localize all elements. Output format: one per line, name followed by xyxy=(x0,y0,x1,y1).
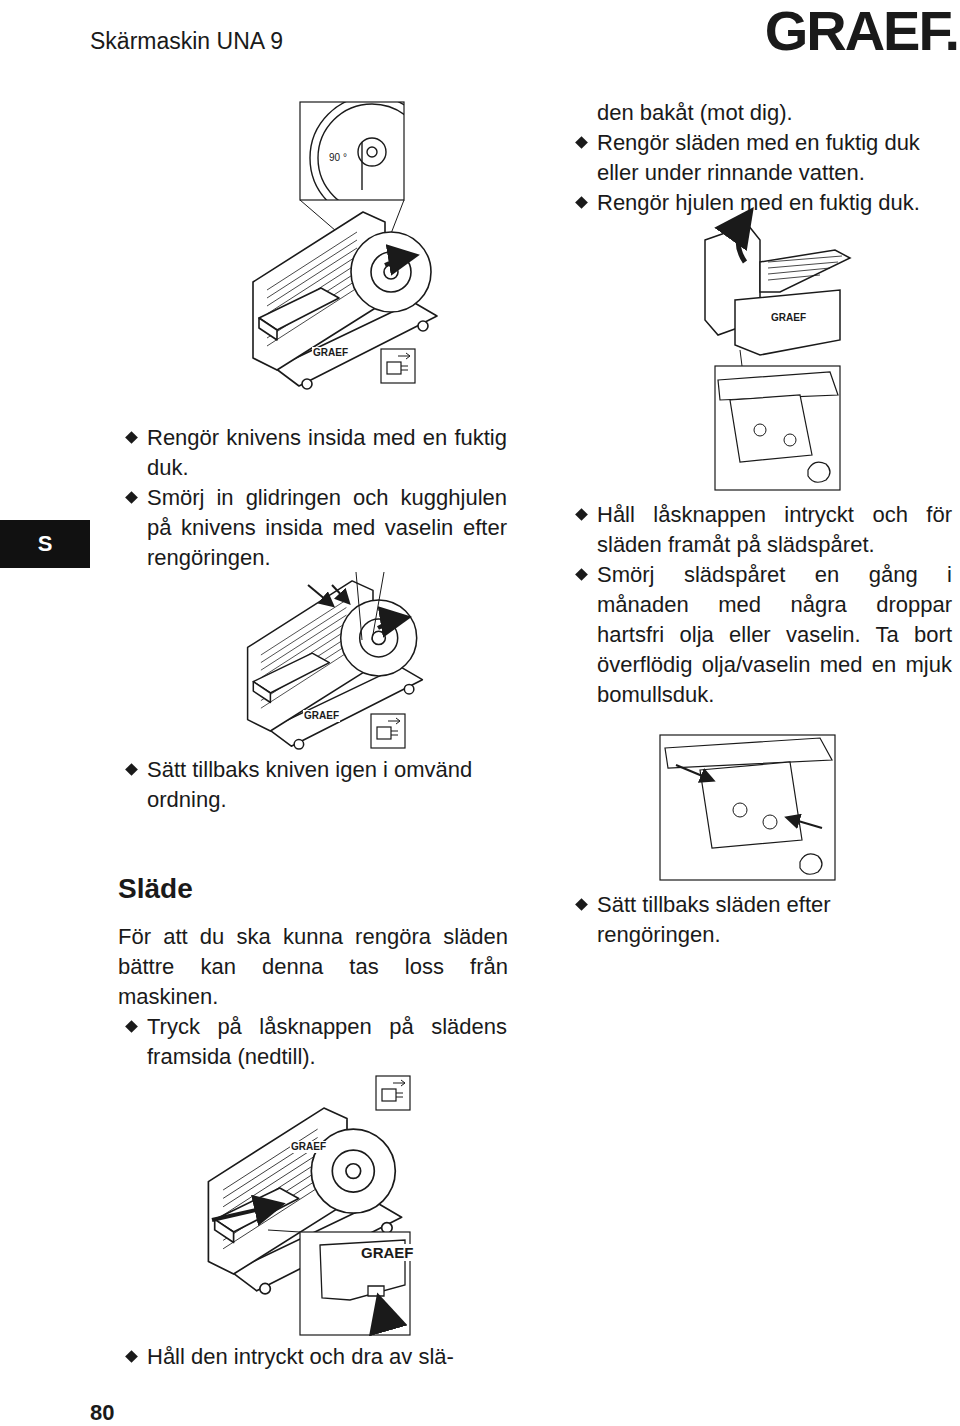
machine-logo: GRAEF xyxy=(290,1141,327,1153)
machine-logo: GRAEF xyxy=(303,710,340,722)
machine-logo: GRAEF xyxy=(360,1244,415,1261)
figure-knife-lubrication xyxy=(248,572,423,749)
instruction-step: Rengör knivens insida med en fuktig duk. xyxy=(147,423,507,483)
body-text: den bakåt (mot dig). xyxy=(597,98,952,128)
brand-logo: GRAEF. xyxy=(752,0,958,62)
figure-track-lubrication xyxy=(660,735,835,880)
page-number: 80 xyxy=(90,1398,150,1426)
body-text: För att du ska kunna rengöra släden bätt… xyxy=(118,922,508,1012)
instruction-step: Sätt tillbaks släden efter rengöringen. xyxy=(597,890,952,950)
language-tab-letter: S xyxy=(0,522,90,566)
instruction-step: Håll den intryckt och dra av slä- xyxy=(147,1342,527,1372)
running-header: Skärmaskin UNA 9 xyxy=(90,26,390,56)
instruction-step: Tryck på låsknappen på slädens framsida … xyxy=(147,1012,507,1072)
section-heading: Släde xyxy=(118,872,318,906)
machine-logo: GRAEF xyxy=(770,312,807,324)
figure-carriage-release xyxy=(208,1076,410,1335)
instruction-step: Rengör hjulen med en fuktig duk. xyxy=(597,188,952,218)
instruction-step: Smörj slädspåret en gång i månaden med n… xyxy=(597,560,952,710)
language-tab xyxy=(0,520,90,568)
machine-logo: GRAEF xyxy=(312,347,349,359)
instruction-step: Rengör släden med en fuktig duk eller un… xyxy=(597,128,952,188)
figure-knife-cleaning xyxy=(253,96,437,389)
figure-carriage-removed xyxy=(705,215,850,490)
instruction-step: Sätt tillbaks kniven igen i omvänd ordni… xyxy=(147,755,507,815)
angle-label: 90 ° xyxy=(328,152,348,164)
instruction-step: Håll låsknappen intryckt och för släden … xyxy=(597,500,952,560)
instruction-step: Smörj in glidringen och kugghjulen på kn… xyxy=(147,483,507,573)
